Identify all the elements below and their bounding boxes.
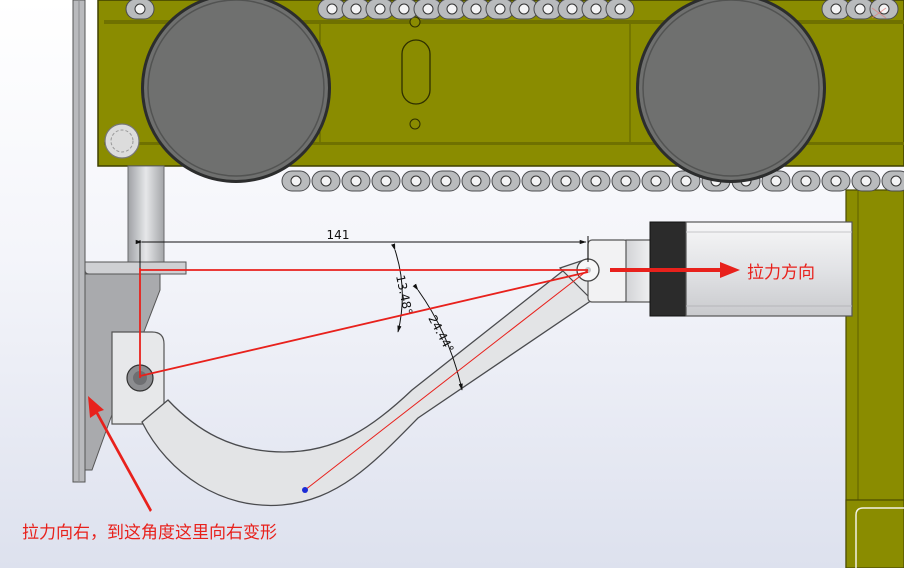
force-analysis-lines	[139, 268, 589, 491]
drive-chain-top	[125, 0, 899, 20]
corner-mark	[871, 7, 887, 19]
force-direction-label: 拉力方向	[747, 263, 815, 283]
vertical-shaft	[127, 165, 165, 263]
roller-right	[636, 0, 826, 183]
deformation-arrow	[88, 396, 152, 512]
dimension-length-label: 141	[327, 228, 350, 242]
arm-endpoint-marker	[302, 487, 308, 493]
drive-chain-bottom	[281, 170, 904, 192]
dimension-lines	[135, 236, 589, 391]
deformation-note: 拉力向右，到这角度这里向右变形	[22, 523, 277, 543]
force-direction-arrow	[610, 262, 740, 278]
roller-left	[141, 0, 331, 183]
right-frame-member	[845, 189, 904, 568]
